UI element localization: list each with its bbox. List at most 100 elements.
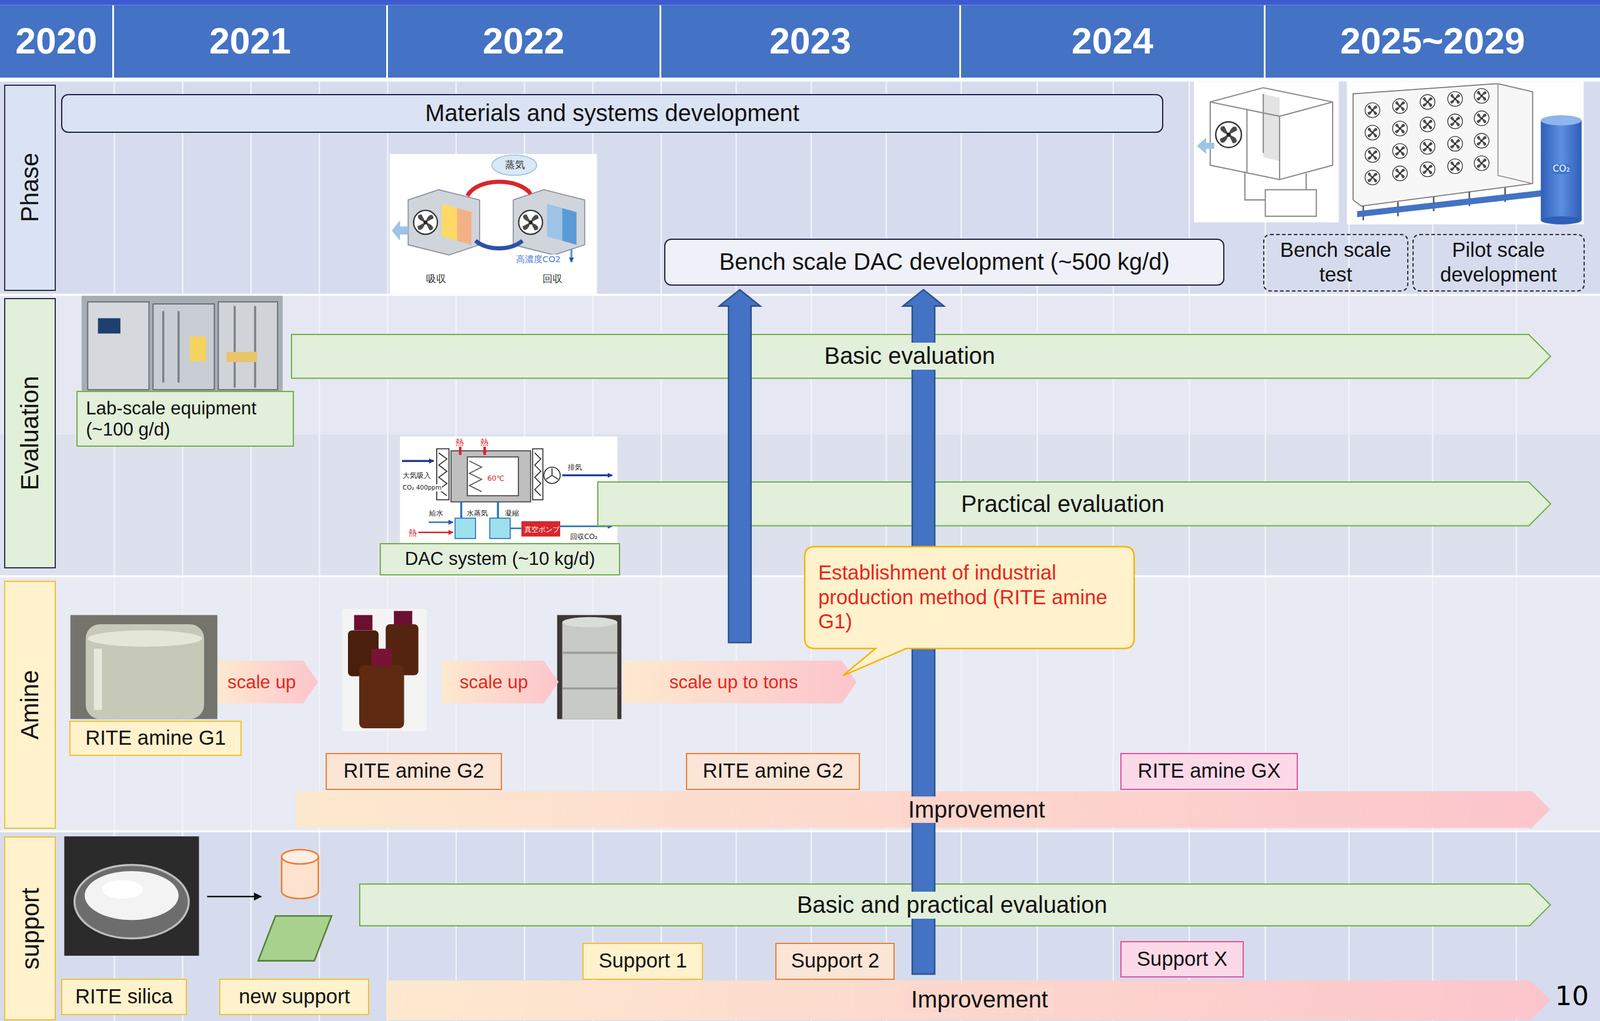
- amine-g2-bottles-photo: [359, 664, 404, 729]
- drum-photo: [557, 614, 622, 719]
- pilot-plant-illustration: [1364, 125, 1380, 140]
- lab-equipment-photo: [98, 318, 121, 334]
- node-text: Basic and practical evaluation: [791, 891, 1114, 919]
- new-support-icons: [206, 895, 261, 898]
- drum-photo: [562, 622, 618, 720]
- node-text: scale up: [227, 671, 296, 694]
- item-box: RITE amine G1: [69, 720, 242, 757]
- item-box: RITE amine GX: [1120, 752, 1298, 790]
- dac-system-illustration: [546, 467, 559, 480]
- row-grounds: [0, 434, 1600, 577]
- dac-cycle-illustration: [546, 203, 562, 241]
- item-box: Lab-scale equipment (~100 g/d): [76, 390, 294, 447]
- pilot-plant-illustration: [1497, 83, 1533, 184]
- dac-cycle-illustration: [467, 181, 531, 196]
- dac-system-illustration: [454, 518, 476, 540]
- label-holder: 10: [1555, 981, 1589, 1012]
- rite-silica-photo: [84, 871, 179, 920]
- dac-cycle-illustration: [457, 208, 472, 245]
- label-holder: 熱: [454, 436, 465, 448]
- illustration-label: 真空ポンプ: [523, 526, 561, 534]
- node-text: Support 1: [598, 949, 688, 973]
- illustration-label: 排気: [567, 463, 583, 472]
- dac-cycle-illustration: [475, 240, 523, 249]
- planned-phase-box: Bench scale test: [1263, 233, 1409, 293]
- node-text: Support X: [1136, 947, 1228, 972]
- dac-system-illustration: [489, 518, 511, 540]
- illustration-label: CO₂ 400ppm: [402, 484, 443, 491]
- year-header-cell: 2020: [0, 5, 115, 78]
- dac-cycle-illustration: [392, 220, 409, 241]
- illustration-label: 高濃度CO2: [515, 254, 562, 264]
- drum-photo: [557, 614, 622, 719]
- pilot-plant-illustration: [1392, 98, 1408, 114]
- illustration-label: 60℃: [486, 474, 505, 483]
- lab-equipment-photo: [189, 336, 207, 362]
- row-grounds: [0, 5, 1600, 82]
- pilot-plant-illustration: [1447, 136, 1463, 152]
- node-text: Basic evaluation: [818, 342, 1002, 370]
- amine-g2-bottles-photo: [393, 610, 413, 625]
- dac-system-illustration: [510, 527, 522, 530]
- bench-unit-illustration: [1210, 87, 1333, 180]
- illustration-label: 回収: [541, 273, 564, 285]
- dac-cycle-illustration: [413, 210, 438, 235]
- bench-unit-illustration: [1210, 102, 1333, 180]
- dac-cycle-illustration: [513, 189, 585, 256]
- arrow-outline: [296, 791, 1551, 828]
- dac-system-illustration: [450, 450, 531, 502]
- phase-box: Materials and systems development: [61, 94, 1164, 133]
- item-box: RITE silica: [61, 978, 187, 1016]
- arrow-outline: [291, 334, 1551, 378]
- node-text: Support 2: [791, 949, 880, 973]
- dac-system-illustration: [402, 460, 434, 463]
- row-dividers: [0, 294, 1600, 832]
- amine-g1-photo: [85, 624, 204, 719]
- amine-g1-photo: [70, 614, 218, 719]
- node-text: RITE silica: [75, 985, 173, 1009]
- rite-silica-photo: [74, 865, 189, 939]
- pilot-plant-illustration: [1447, 91, 1463, 107]
- dac-system-illustration: [562, 474, 613, 477]
- dac-system-illustration: [534, 452, 541, 496]
- label-holder: 大気吸入: [402, 469, 432, 481]
- label-holder: 熱: [479, 436, 490, 448]
- drum-photo: [562, 653, 618, 689]
- node-text: 2022: [482, 19, 565, 63]
- bench-unit-illustration: [1263, 94, 1280, 162]
- node-text: Improvement: [902, 796, 1051, 824]
- node-text: Evaluation: [15, 376, 45, 491]
- phase-box: Bench scale DAC development (~500 kg/d): [664, 238, 1225, 286]
- pilot-plant-illustration: [1474, 88, 1489, 104]
- arrow-outline: [597, 481, 1551, 526]
- label-holder: 60℃: [486, 472, 505, 484]
- illustration-label: 吸収: [425, 273, 447, 285]
- node-text: Practical evaluation: [955, 490, 1171, 518]
- amine-g2-bottles-photo: [371, 648, 393, 666]
- grid-lines: [114, 81, 1516, 1021]
- arrow-outline: [218, 660, 319, 704]
- dac-cycle-illustration: [562, 208, 577, 245]
- pilot-plant-illustration: [1346, 81, 1584, 225]
- label-holder: CO₂: [1551, 163, 1571, 174]
- timeline-band-arrow: Improvement: [385, 979, 1551, 1021]
- pilot-plant-illustration: [1540, 115, 1582, 126]
- dac-system-illustration: [467, 456, 519, 496]
- year-header-cell: 2022: [387, 5, 662, 78]
- pilot-plant-illustration: [1346, 81, 1584, 225]
- item-box: RITE amine G2: [325, 752, 502, 790]
- year-header-cell: 2024: [961, 5, 1265, 78]
- amine-g2-bottles-photo: [342, 608, 427, 732]
- timeline-band-arrow: Basic evaluation: [290, 333, 1552, 379]
- node-text: 2021: [209, 19, 291, 63]
- planned-phase-box: Pilot scale development: [1412, 233, 1585, 293]
- node-text: Bench scale test: [1270, 238, 1402, 287]
- item-box: RITE amine G2: [685, 752, 861, 790]
- row-label-box: Phase: [4, 84, 57, 291]
- dac-system-illustration: [461, 501, 498, 519]
- node-text: Materials and systems development: [424, 99, 800, 127]
- scale-up-arrow: scale up: [440, 660, 560, 705]
- row-label-box: support: [4, 836, 57, 1020]
